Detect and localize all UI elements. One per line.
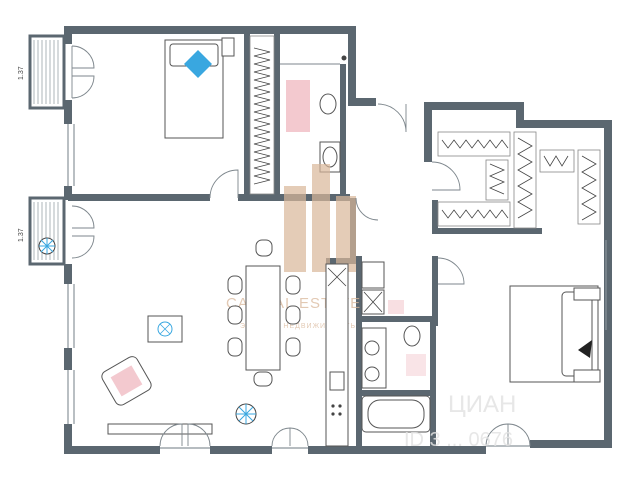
watermark-listing-id: ID 3 ... 0676 [404,429,513,451]
bathtub-icon [361,395,431,433]
plant-icon [38,237,56,255]
bed-icon [184,50,212,78]
utility-room [361,257,465,315]
watermark-logo [284,164,356,272]
walk-in-closet [437,131,601,229]
balcony-bottom [28,196,66,266]
wardrobe-bedroom-1 [249,35,275,195]
balcony-top-dimension: 1.37 [18,66,25,80]
watermark-listing-site: ЦИАН [448,391,516,418]
bathroom-1 [280,55,347,173]
plant-icon [235,403,257,425]
corridor-doors [355,103,461,221]
balcony-door-bottom [71,205,95,259]
dining-table-icon [227,239,301,387]
balcony-bottom-dimension: 1.37 [18,228,25,242]
bed-master [509,285,601,383]
bed-top-left [164,37,235,139]
outer-walls [64,26,612,454]
coffee-table [147,315,183,343]
sofa-icon [101,356,152,406]
patio-door-bedroom [485,423,531,447]
patio-door-living [159,423,309,447]
stove-icon [331,404,342,416]
tv-console [107,423,213,435]
balcony-top [28,34,66,110]
toilet-icon [403,325,421,347]
balcony-door-top [71,45,95,99]
bathroom-2 [361,325,431,433]
kitchen-unit [325,263,349,447]
watermark-tagline: ЭЛИТНАЯ НЕДВИЖИМОСТЬ [240,323,356,330]
toilet-icon [319,93,337,115]
sink-icon [364,340,380,356]
bedroom-1-door [209,169,239,199]
